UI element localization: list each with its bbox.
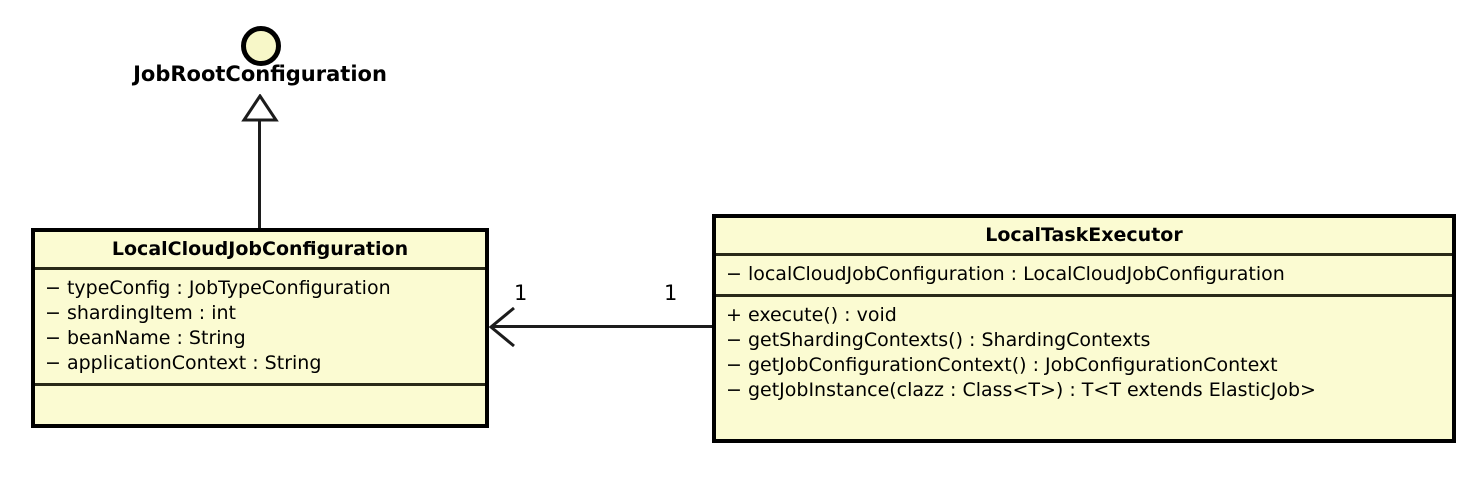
open-arrowhead-icon xyxy=(488,306,515,348)
multiplicity-label-target: 1 xyxy=(664,281,678,305)
compartment-divider xyxy=(716,294,1452,297)
class-box-localcloudjobconfiguration[interactable]: LocalCloudJobConfiguration − typeConfig … xyxy=(31,228,489,428)
interface-label: JobRootConfiguration xyxy=(133,62,387,86)
generalization-line xyxy=(258,118,261,230)
association-line xyxy=(492,325,712,328)
compartment-divider xyxy=(35,383,485,386)
attribute-row: − shardingItem : int xyxy=(45,302,236,324)
operation-row: − getShardingContexts() : ShardingContex… xyxy=(726,329,1151,351)
operation-row: − getJobInstance(clazz : Class<T>) : T<T… xyxy=(726,379,1316,401)
hollow-triangle-arrowhead-icon xyxy=(241,94,279,122)
operations-compartment-empty xyxy=(35,386,485,402)
class-title: LocalCloudJobConfiguration xyxy=(111,238,409,260)
attributes-compartment: − typeConfig : JobTypeConfiguration − sh… xyxy=(35,270,485,383)
attributes-compartment: − localCloudJobConfiguration : LocalClou… xyxy=(716,256,1452,294)
interface-circle-icon xyxy=(241,26,281,66)
attribute-row: − typeConfig : JobTypeConfiguration xyxy=(45,277,391,299)
attribute-row: − applicationContext : String xyxy=(45,352,322,374)
interface-node-jobrootconfiguration: JobRootConfiguration xyxy=(0,0,1482,110)
multiplicity-label-source: 1 xyxy=(514,281,528,305)
attribute-row: − beanName : String xyxy=(45,327,246,349)
compartment-divider xyxy=(716,253,1452,256)
attribute-row: − localCloudJobConfiguration : LocalClou… xyxy=(726,263,1285,285)
operation-row: + execute() : void xyxy=(726,304,897,326)
operation-row: − getJobConfigurationContext() : JobConf… xyxy=(726,354,1278,376)
class-box-localtaskexecutor[interactable]: LocalTaskExecutor − localCloudJobConfigu… xyxy=(712,214,1456,443)
class-title: LocalTaskExecutor xyxy=(985,224,1183,246)
compartment-divider xyxy=(35,267,485,270)
operations-compartment: + execute() : void − getShardingContexts… xyxy=(716,297,1452,410)
